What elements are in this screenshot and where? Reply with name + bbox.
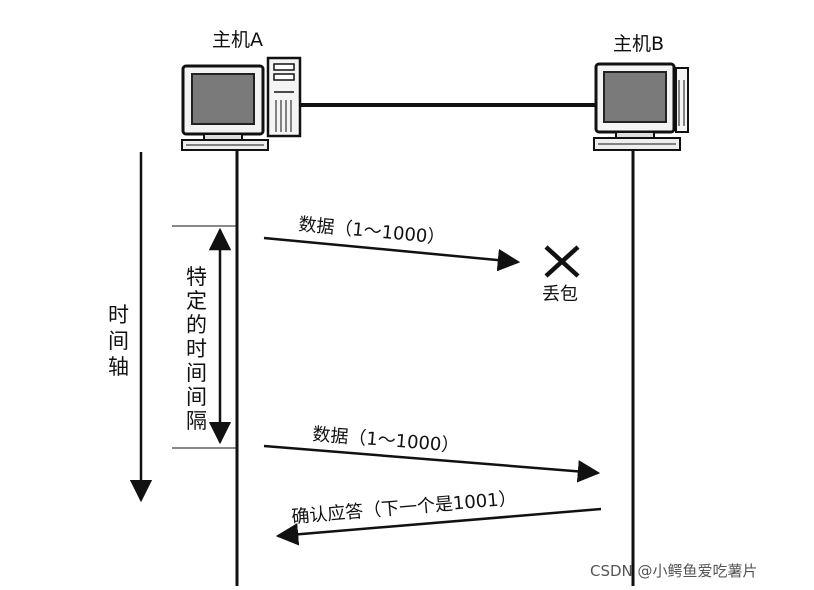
ack-label: 确认应答（下一个是1001） [291, 488, 518, 528]
interval-label-char: 的 [186, 313, 207, 337]
interval-label-char: 时 [186, 337, 207, 361]
interval-label-char: 间 [186, 385, 207, 409]
time-axis-label-char: 时 [108, 303, 129, 327]
interval-label-char: 定 [186, 289, 207, 313]
host-b-computer-icon [593, 62, 689, 151]
packet-loss-label: 丢包 [542, 284, 578, 305]
data-arrow-retransmit [263, 444, 601, 483]
interval-label-char: 隔 [186, 409, 207, 433]
packet-loss-x-icon [544, 245, 580, 278]
ack-arrow [275, 507, 602, 546]
host-a-computer-icon [181, 56, 302, 151]
data-arrow-lost [263, 236, 521, 272]
time-axis-label-char: 轴 [108, 355, 129, 379]
csdn-watermark: CSDN @小鳄鱼爱吃薯片 [590, 562, 758, 580]
interval-label-char: 特 [186, 265, 207, 289]
host-a-label: 主机A [212, 29, 263, 51]
time-axis-label-char: 间 [108, 329, 129, 353]
interval-label-char: 间 [186, 361, 207, 385]
host-b-label: 主机B [613, 33, 664, 55]
